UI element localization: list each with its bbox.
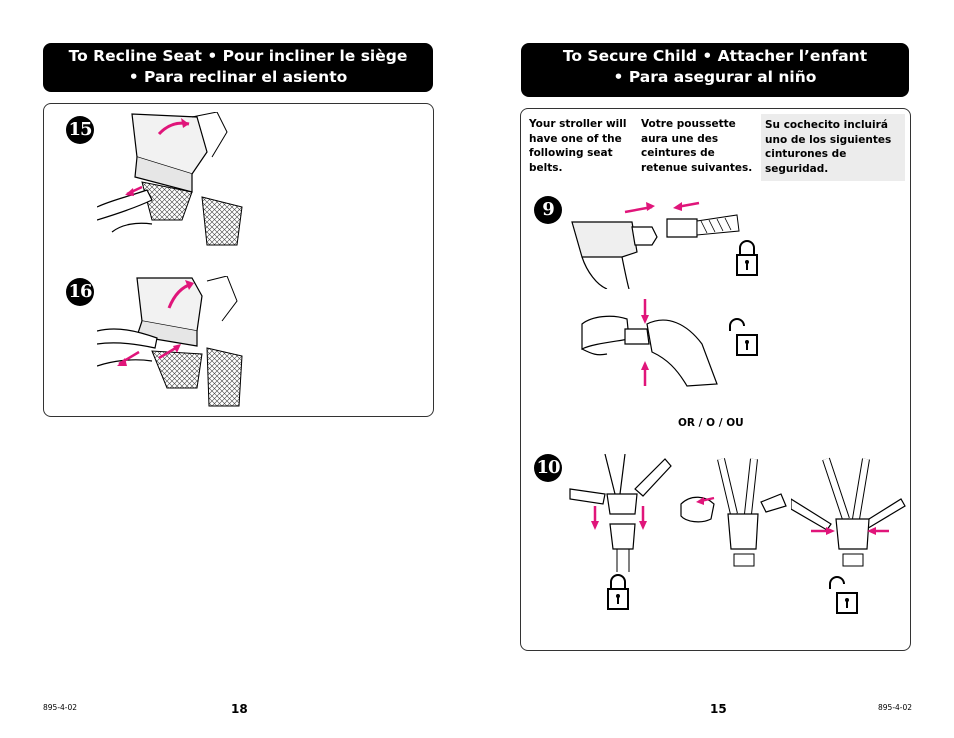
step-15-badge: 15 bbox=[66, 116, 94, 144]
spanish-instructions: Su cochecito incluirá uno de los siguien… bbox=[761, 114, 905, 181]
recline-instructions-panel: 15 16 bbox=[43, 103, 434, 417]
buckle-connect-illustration bbox=[571, 201, 740, 289]
left-header-line2: • Para reclinar el asiento bbox=[128, 68, 348, 86]
right-page-number: 15 bbox=[710, 702, 727, 716]
or-label: OR / O / OU bbox=[678, 417, 744, 429]
recline-step-16-illustration bbox=[97, 276, 243, 407]
french-instructions: Votre poussette aura une des ceintures d… bbox=[641, 118, 753, 174]
right-header-line1: To Secure Child • Attacher l’enfant bbox=[562, 47, 868, 65]
left-page-header: To Recline Seat • Pour incliner le siège… bbox=[43, 43, 433, 92]
step-10-badge: 10 bbox=[534, 454, 562, 482]
buckle-release-illustration bbox=[581, 299, 718, 387]
secure-child-instructions-panel: Your stroller will have one of the follo… bbox=[520, 108, 911, 651]
step-9-badge: 9 bbox=[534, 196, 562, 224]
right-page-header: To Secure Child • Attacher l’enfant • Pa… bbox=[521, 43, 909, 97]
left-page-number: 18 bbox=[231, 702, 248, 716]
harness-buckle-b-illustration bbox=[680, 458, 787, 567]
left-header-line1: To Recline Seat • Pour incliner le siège bbox=[68, 47, 408, 65]
left-document-code: 895-4-02 bbox=[43, 703, 78, 712]
harness-buckle-c-illustration bbox=[791, 457, 906, 567]
harness-buckle-a-illustration bbox=[569, 454, 672, 572]
step-16-badge: 16 bbox=[66, 278, 94, 306]
right-document-code: 895-4-02 bbox=[878, 703, 913, 712]
locked-padlock-icon bbox=[736, 240, 758, 276]
unlocked-padlock-icon bbox=[729, 318, 758, 356]
unlocked-padlock-icon bbox=[829, 576, 858, 614]
right-header-line2: • Para asegurar al niño bbox=[613, 68, 817, 86]
recline-step-15-illustration bbox=[97, 112, 243, 246]
locked-padlock-icon bbox=[607, 574, 629, 610]
english-instructions: Your stroller will have one of the follo… bbox=[529, 118, 627, 174]
